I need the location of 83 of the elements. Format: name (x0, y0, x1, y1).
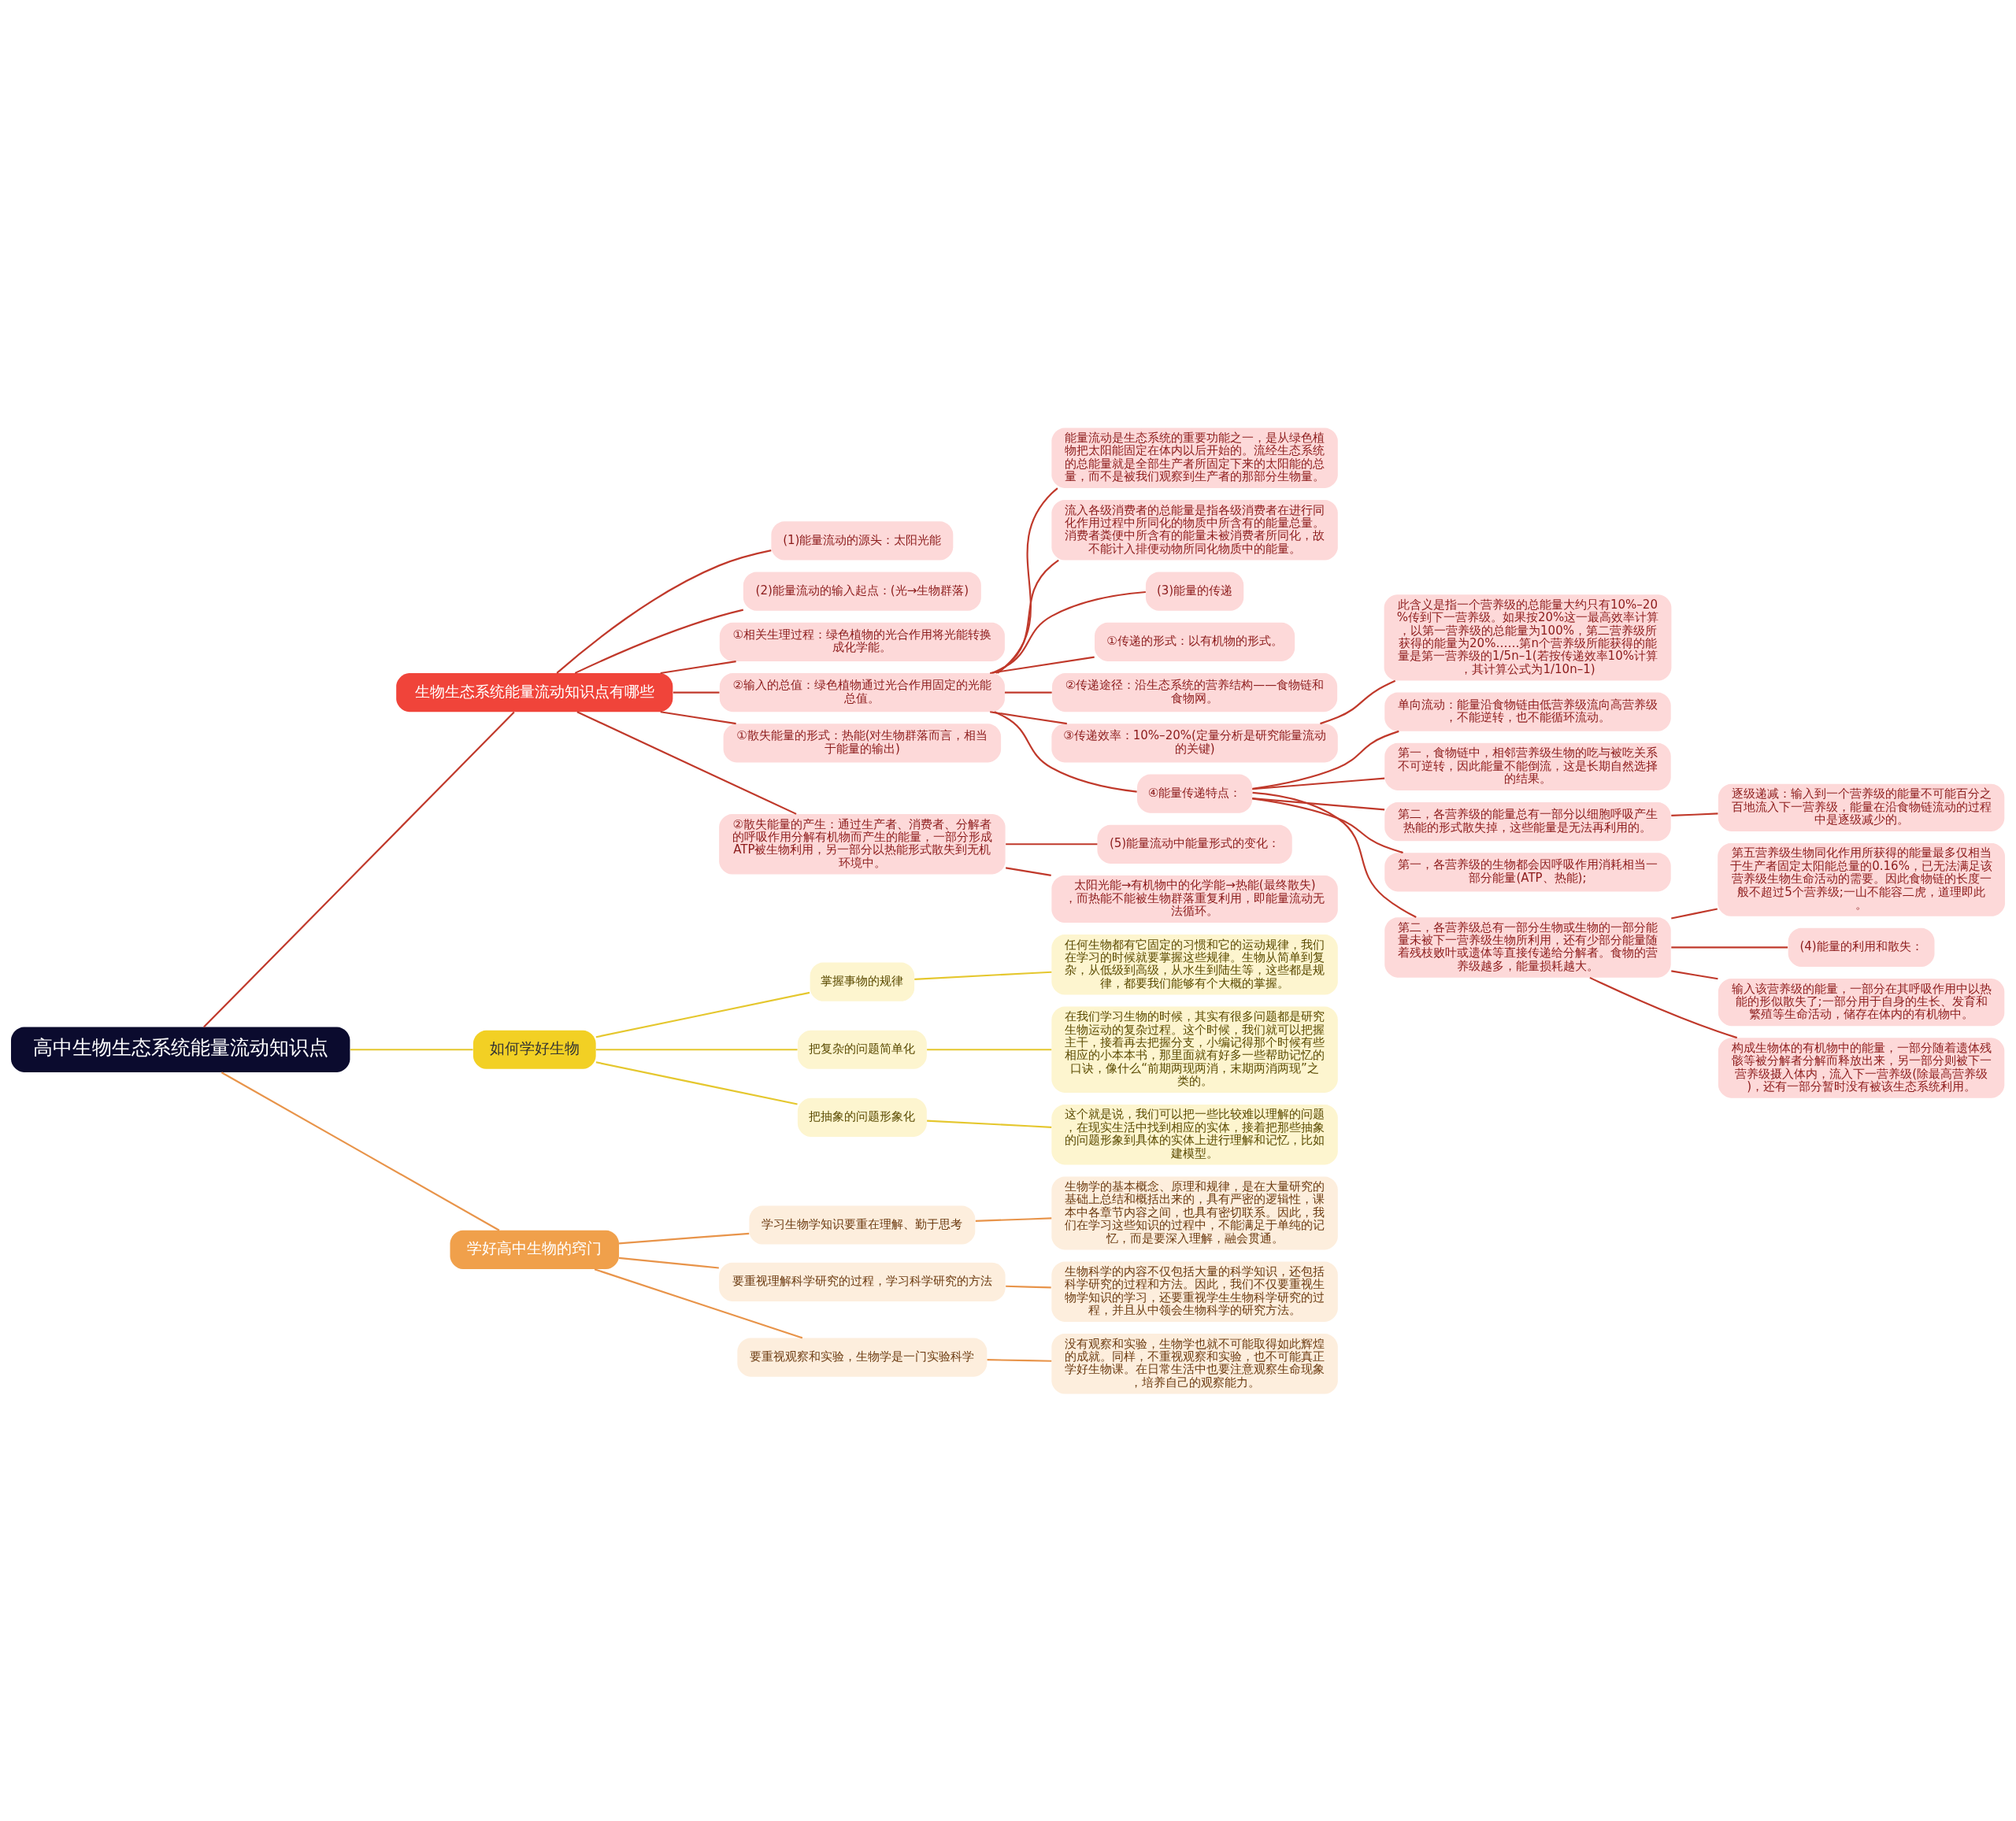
connector (1252, 776, 1385, 790)
node-box: 输入该营养级的能量，一部分在其呼吸作用中以热能的形似散失了;一部分用于自身的生长、发育和繁殖等生命活动，储存在体内的有机物中。 (1718, 978, 2005, 1026)
node-box: 生物学的基本概念、原理和规律，是在大量研究的基础上总结和概括出来的，具有严密的逻辑性，课本中各章节内容之间，也具有密切联系。因此，我们在学习这些知识的过程中，不能满足于单纯的记忆，而是要深入理解，融会贯通。 (1051, 1176, 1338, 1249)
node-box: 没有观察和实验，生物学也就不可能取得如此辉煌的成就。同样，不重视观察和实验，也不可能真正学好生物课。在日常生活中也要注意观察生命现象，培养自己的观察能力。 (1051, 1333, 1338, 1394)
node-box: (4)能量的利用和散失： (1788, 927, 1935, 967)
node-box: 逐级递减：输入到一个营养级的能量不可能百分之百地流入下一营养级，能量在沿食物链流动的过程中是逐级减少的。 (1718, 783, 2005, 831)
node-box: 学好高中生物的窍门 (450, 1230, 620, 1269)
node-box: ②输入的总值：绿色植物通过光合作用固定的光能总值。 (719, 672, 1005, 712)
connector (975, 1216, 1052, 1222)
node-box: 如何学好生物 (472, 1030, 596, 1069)
node-box: (2)能量流动的输入起点：(光→生物群落) (743, 572, 981, 611)
node-box: ③传递效率：10%–20%(定量分析是研究能量流动的关键) (1051, 723, 1338, 762)
node-box: 生物科学的内容不仅包括大量的科学知识，还包括科学研究的过程和方法。因此，我们不仅要重视生物学知识的学习，还要重视学生生物科学研究的过程，并且从中领会生物科学的研究方法。 (1051, 1260, 1338, 1322)
node-box: 此含义是指一个营养级的总能量大约只有10%–20%传到下一营养级。如果按20%这一最高效率计算，以第一营养级的总能量为100%，第二营养级所获得的能量为20%……第n个营养级所能获得的能量是第一营养级的1/5n–1(若按传递效率10%计算，其计算公式为1/10n–1) (1384, 594, 1672, 681)
node-box: 高中生物生态系统能量流动知识点 (11, 1027, 350, 1072)
connector (994, 710, 1137, 793)
connector (595, 1048, 798, 1050)
connector (576, 710, 797, 815)
connector (990, 656, 1095, 674)
node-box: 在我们学习生物的时候，其实有很多问题都是研究生物运动的复杂过程。这个时候，我们就可以把握主干，接着再去把握分支，小编记得那个时候有些相应的小本本书，那里面就有好多一些帮助记忆的口诀，像什么“前期两现两消，末期两消两现”之类的。 (1051, 1006, 1338, 1093)
connector (350, 1048, 473, 1050)
connector (1671, 969, 1718, 979)
connector (1589, 976, 1738, 1038)
node-box: 能量流动是生态系统的重要功能之一，是从绿色植物把太阳能固定在体内以后开始的。流经生态系统的总能量就是全部生产者所固定下来的太阳能的总量，而不是被我们观察到生产者的那部分生物量。 (1051, 427, 1338, 488)
node-box: ①散失能量的形式：热能(对生物群落而言，相当于能量的输出) (723, 723, 1002, 762)
node-box: 第二，各营养级的能量总有一部分以细胞呼吸产生热能的形式散失掉，这些能量是无法再利用的。 (1384, 801, 1671, 841)
connector (203, 711, 515, 1027)
connector (996, 487, 1058, 674)
node-box: 任何生物都有它固定的习惯和它的运动规律，我们在学习的时候就要掌握这些规律。生物从简单到复杂，从低级到高级，从水生到陆生等，这些都是规律，都要我们能够有个大概的掌握。 (1051, 934, 1338, 995)
node-box: 掌握事物的规律 (810, 962, 915, 1001)
connector (927, 1048, 1052, 1050)
node-box: 流入各级消费者的总能量是指各级消费者在进行同化作用过程中所同化的物质中所含有的能量总量。消费者粪便中所含有的能量未被消费者所同化，故不能计入排便动物所同化物质中的能量。 (1051, 499, 1338, 561)
connector (990, 710, 1067, 724)
node-box: 第五营养级生物同化作用所获得的能量最多仅相当于生产者固定太阳能总量的0.16%，已无法满足该营养级生物生命活动的需要。因此食物链的长度一般不超过5个营养级;一山不能容二虎，道理即此。 (1718, 842, 2005, 916)
node-box: 第一，各营养级的生物都会因呼吸作用消耗相当一部分能量(ATP、热能); (1384, 852, 1671, 891)
connector (991, 590, 1146, 674)
node-box: 太阳光能→有机物中的化学能→热能(最终散失)，而热能不能被生物群落重复利用，即能量流动无法循环。 (1051, 875, 1338, 923)
node-box: 要重视理解科学研究的过程，学习科学研究的方法 (719, 1262, 1006, 1301)
node-box: ②散失能量的产生：通过生产者、消费者、分解者的呼吸作用分解有机物而产生的能量，一部分形成ATP被生物利用，另一部分以热能形式散失到无机环境中。 (719, 813, 1006, 875)
connector (220, 1071, 500, 1231)
node-box: 生物生态系统能量流动知识点有哪些 (396, 672, 673, 712)
connector (1252, 791, 1417, 918)
connector (618, 1257, 719, 1269)
node-box: 要重视观察和实验，生物学是一门实验科学 (737, 1338, 988, 1377)
connector (1004, 691, 1052, 694)
node-box: 第一，食物链中，相邻营养级生物的吃与被吃关系不可逆转，因此能量不能倒流，这是长期自然选择的结果。 (1384, 742, 1671, 790)
node-box: 这个就是说，我们可以把一些比较难以理解的问题，在现实生活中找到相应的实体，接着把那些抽象的问题形象到具体的实体上进行理解和记忆，比如建模型。 (1051, 1104, 1338, 1164)
node-box: 把复杂的问题简单化 (797, 1030, 927, 1069)
connector (618, 1232, 750, 1244)
node-box: (1)能量流动的源头：太阳光能 (771, 520, 954, 561)
connector (660, 710, 736, 724)
connector (995, 559, 1059, 674)
connector (594, 1268, 803, 1338)
node-box: (3)能量的传递 (1145, 572, 1244, 611)
connector (914, 971, 1052, 980)
connector (1320, 679, 1396, 724)
connector (1671, 907, 1718, 920)
connector (1671, 946, 1788, 949)
node-box: 把抽象的问题形象化 (797, 1097, 927, 1137)
node-box: ④能量传递特点： (1136, 773, 1253, 813)
connector (927, 1119, 1052, 1128)
connector (1006, 1285, 1051, 1288)
node-box: ①相关生理过程：绿色植物的光合作用将光能转换成化学能。 (719, 622, 1005, 661)
connector (595, 1060, 798, 1105)
connector (987, 1358, 1052, 1362)
connector (1671, 812, 1718, 816)
node-box: 单向流动：能量沿食物链由低营养级流向高营养级，不能逆转，也不能循环流动。 (1384, 692, 1671, 731)
connector (1006, 842, 1098, 845)
connector (1252, 730, 1399, 790)
node-box: 构成生物体的有机物中的能量，一部分随着遗体残骸等被分解者分解而释放出来，另一部分则被下一营养级摄入体内，流入下一营养级(除最高营养级)，还有一部分暂时没有被该生态系统利用。 (1718, 1037, 2005, 1098)
node-box: 学习生物学知识要重在理解、勤于思考 (749, 1205, 976, 1245)
node-box: ①传递的形式：以有机物的形式。 (1095, 622, 1295, 661)
connector (574, 609, 744, 674)
connector (556, 549, 772, 674)
connector (673, 691, 720, 694)
connector (1005, 866, 1051, 876)
connector (1252, 797, 1403, 853)
connector (1252, 797, 1385, 810)
node-box: (5)能量流动中能量形式的变化： (1097, 824, 1292, 864)
node-box: 第二，各营养级总有一部分生物或生物的一部分能量未被下一营养级生物所利用，还有少部分能量随着残枝败叶或遗体等直接传递给分解者。食物的营养级越多，能量损耗越大。 (1384, 916, 1671, 978)
node-box: ②传递途径：沿生态系统的营养结构——食物链和食物网。 (1052, 672, 1338, 712)
connector (660, 660, 736, 674)
connector (595, 991, 810, 1038)
